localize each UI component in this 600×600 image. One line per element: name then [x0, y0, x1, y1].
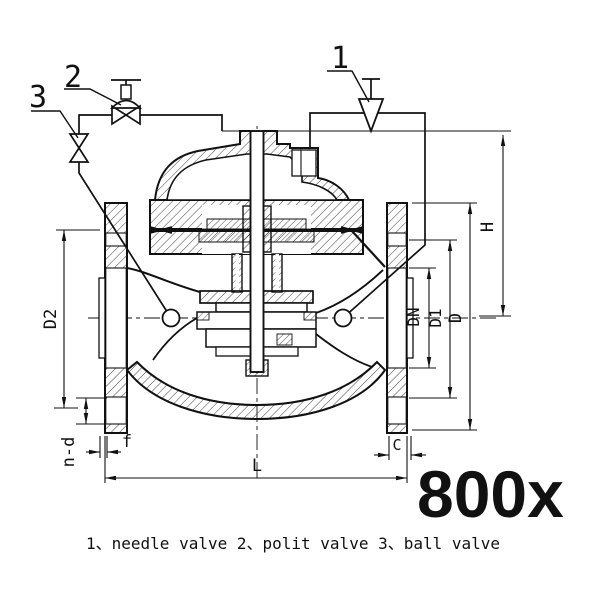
dim-label-nd: n-d — [59, 437, 79, 468]
caption: 1、needle valve 2、polit valve 3、ball valv… — [86, 534, 500, 553]
outlet-inner-wall — [315, 269, 384, 314]
pilot-circuit-pipe — [78, 114, 223, 319]
dim-label-d: D — [446, 313, 466, 323]
right-tap-port — [333, 308, 353, 328]
right-flange-bore — [387, 267, 407, 369]
needle-circuit-pipe — [309, 112, 426, 319]
needle-valve-symbol — [357, 78, 385, 134]
dim-label-h: H — [478, 222, 498, 232]
dim-label-l: L — [252, 456, 262, 476]
leader-3 — [31, 110, 79, 139]
callout-leaders — [31, 70, 370, 139]
ball-valve-symbol — [68, 133, 90, 163]
dimension-labels: D2 n-d f L C DN D1 D H — [41, 222, 498, 476]
valve-body — [98, 129, 414, 434]
dim-label-d2: D2 — [41, 309, 61, 329]
right-flange-bolt-hole-top — [387, 232, 407, 247]
left-flange-bolt-hole-top — [105, 232, 127, 247]
dimensions — [54, 130, 511, 483]
pilot-valve-actuator — [120, 84, 132, 100]
outlet-top-wall — [351, 230, 386, 268]
sensing-taps — [161, 308, 353, 328]
dim-label-dn: DN — [404, 307, 423, 326]
left-flange-bolt-hole-bottom — [105, 396, 127, 425]
leader-1 — [327, 70, 370, 103]
body-bottom-shell — [125, 360, 387, 421]
dim-label-d1: D1 — [426, 308, 445, 327]
callout-2-pilot-valve: 2 — [64, 60, 82, 95]
valve-stem — [249, 130, 265, 373]
dimension-arrows — [61, 135, 506, 481]
pilot-piping — [31, 70, 426, 319]
dim-label-c: C — [392, 436, 401, 454]
left-flange-bore — [105, 267, 127, 369]
outlet-bottom-wall — [315, 333, 373, 368]
left-tap-port — [161, 308, 181, 328]
callout-1-needle-valve: 1 — [331, 41, 349, 76]
callout-3-ball-valve: 3 — [29, 80, 47, 115]
right-flange-bolt-hole-bottom — [387, 396, 407, 425]
callout-numbers: 1 2 3 — [29, 41, 349, 115]
model-label: 800x — [417, 457, 564, 531]
bonnet-step-block — [291, 149, 317, 177]
right-raised-face — [406, 277, 414, 359]
inlet-bottom-wall — [152, 317, 198, 361]
pilot-valve-diaphragm-dome — [110, 99, 142, 109]
dim-label-f: f — [122, 432, 132, 452]
pilot-valve-symbol — [110, 79, 142, 126]
left-raised-face — [98, 277, 106, 359]
inlet-top-wall — [126, 267, 201, 293]
leader-2 — [64, 88, 122, 106]
